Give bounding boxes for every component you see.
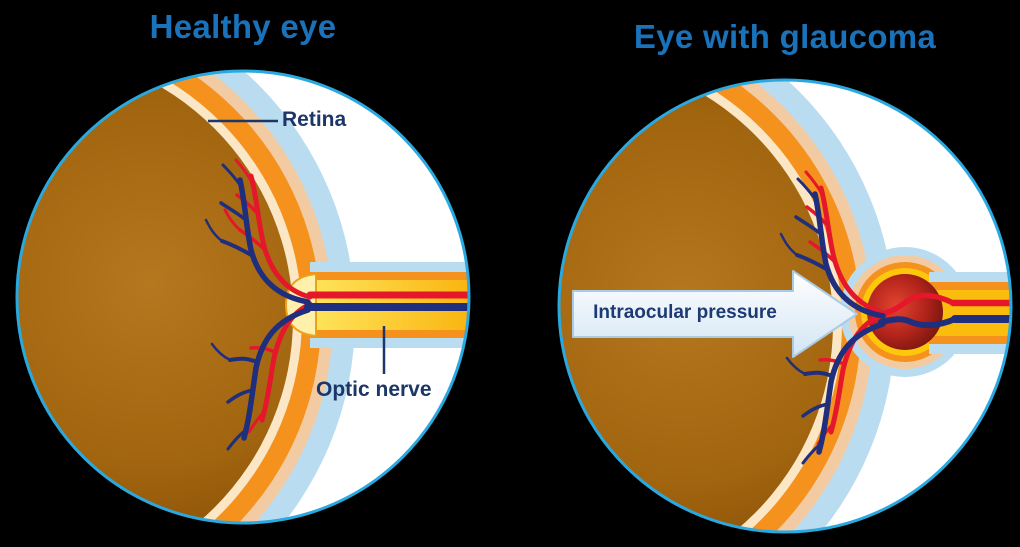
eye-outline	[15, 69, 471, 525]
eye-outline	[557, 78, 1013, 534]
retinal-vein	[204, 163, 469, 451]
retina-label: Retina	[282, 108, 347, 131]
glaucoma-eye-illustration	[557, 78, 1013, 534]
optic-nerve-label: Optic nerve	[316, 378, 432, 401]
intraocular-pressure-label: Intraocular pressure	[593, 302, 777, 323]
glaucoma-eye-title: Eye with glaucoma	[633, 18, 937, 55]
healthy-eye-figure: Retina Optic nerve	[10, 64, 476, 530]
healthy-eye-title: Healthy eye	[149, 8, 337, 45]
vitreous-body	[559, 80, 833, 532]
eye-wall-layers	[17, 71, 355, 523]
healthy-eye-illustration	[15, 69, 471, 525]
eye-wall-layers	[559, 80, 895, 532]
pressure-arrow	[572, 270, 858, 358]
glaucoma-eye-figure: Intraocular pressure	[553, 74, 1017, 538]
vitreous-body	[17, 71, 293, 523]
retinal-vein	[779, 177, 1011, 465]
